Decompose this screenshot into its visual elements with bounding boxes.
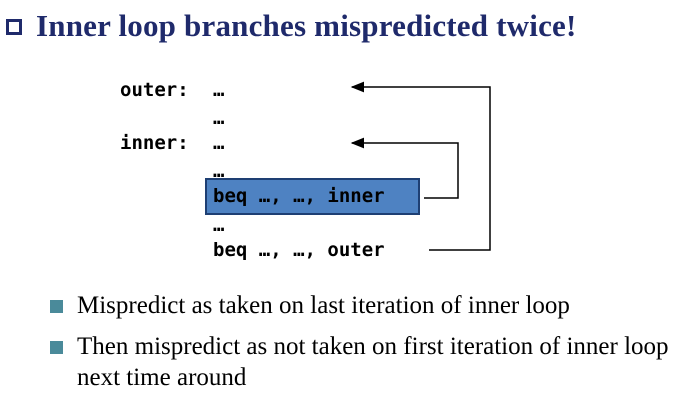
bullet-text: Mispredict as taken on last iteration of… <box>77 292 570 319</box>
code-line2-dots: … <box>213 107 225 129</box>
slide-title: Inner loop branches mispredicted twice! <box>6 4 577 48</box>
code-inner-dots: … <box>213 132 225 154</box>
bullet-text: Then mispredict as not taken on first it… <box>77 333 669 391</box>
title-bullet-icon <box>6 19 22 35</box>
outer-branch-arrow <box>350 81 491 251</box>
bullet-item: Mispredict as taken on last iteration of… <box>50 290 691 321</box>
code-beq-inner: beq …, …, inner <box>213 185 385 207</box>
bullet-list: Mispredict as taken on last iteration of… <box>50 290 691 403</box>
inner-branch-arrow <box>350 137 459 199</box>
code-inner-label: inner: <box>120 132 189 154</box>
square-bullet-icon <box>50 341 63 354</box>
code-outer-dots: … <box>213 79 225 101</box>
highlighted-instruction-box <box>205 178 420 215</box>
bullet-item: Then mispredict as not taken on first it… <box>50 331 691 393</box>
code-beq-outer: beq …, …, outer <box>213 239 385 261</box>
title-text: Inner loop branches mispredicted twice! <box>36 8 577 43</box>
code-line6-dots: … <box>213 214 225 236</box>
code-outer-label: outer: <box>120 79 189 101</box>
code-line4-dots: … <box>213 160 225 182</box>
square-bullet-icon <box>50 300 63 313</box>
